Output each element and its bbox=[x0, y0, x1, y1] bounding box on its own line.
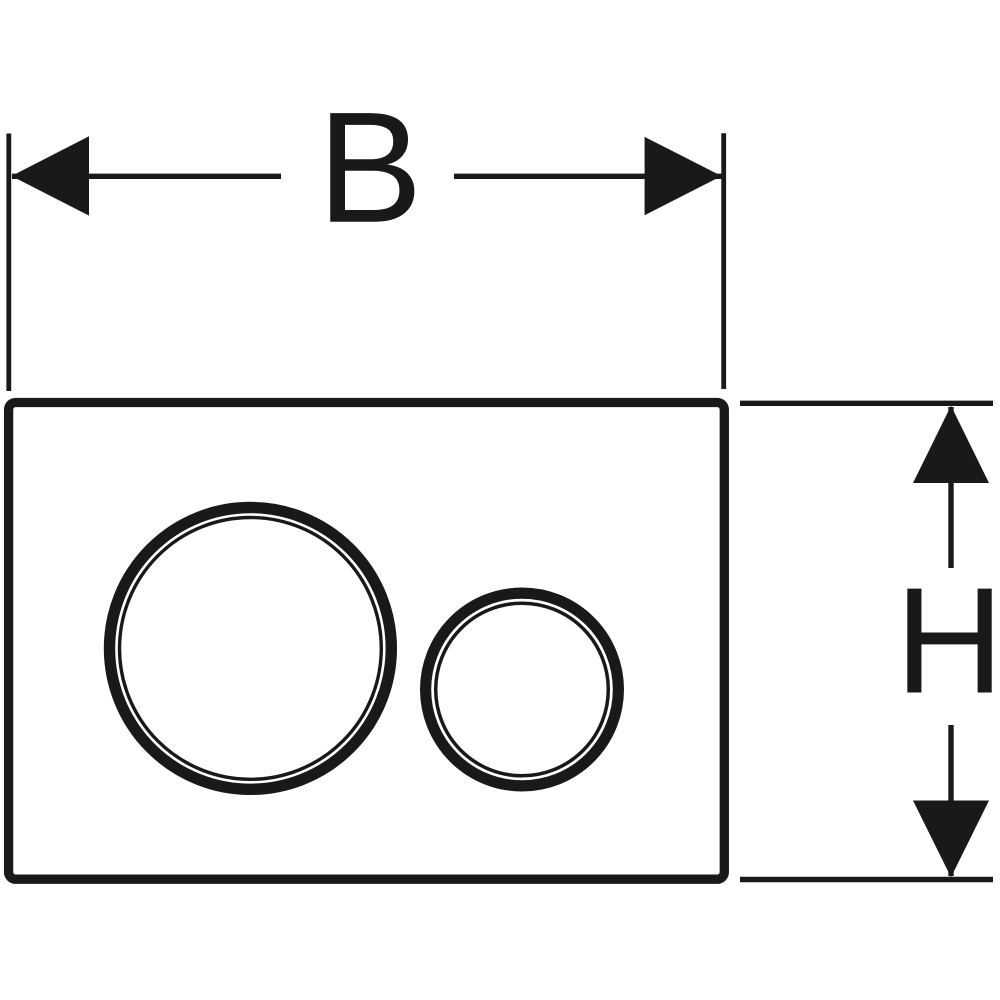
svg-text:B: B bbox=[317, 80, 422, 256]
svg-text:H: H bbox=[895, 556, 1000, 725]
